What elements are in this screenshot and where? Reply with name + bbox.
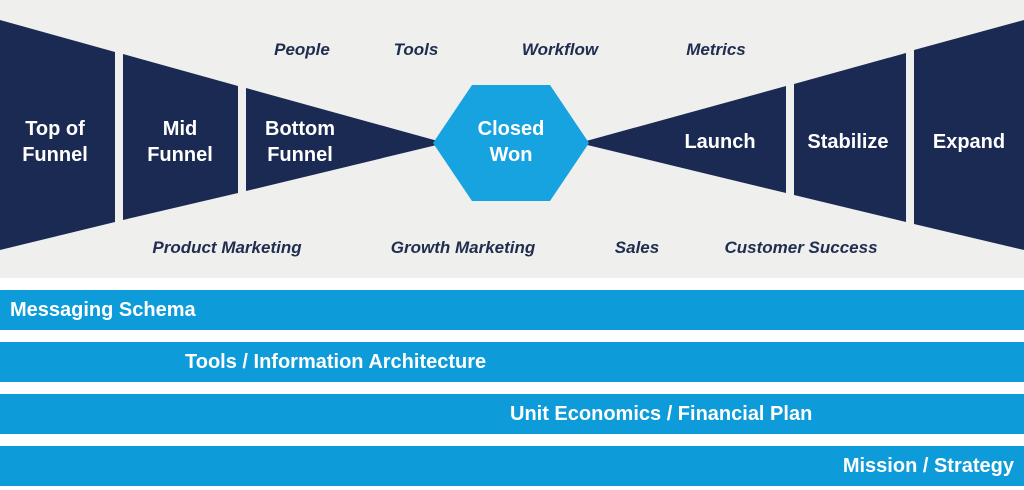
bottom-label-sales: Sales <box>614 238 660 257</box>
bar-messaging-schema: Messaging Schema <box>0 290 1024 330</box>
bowtie-diagram: Top of Funnel Mid Funnel Bottom Funnel C… <box>0 0 1024 278</box>
bottom-funnel-label: Bottom Funnel <box>265 118 335 166</box>
stabilize-label: Stabilize <box>807 131 889 153</box>
expand-label: Expand <box>932 131 1006 153</box>
top-label-people: People <box>274 40 330 59</box>
closed-won-label: Closed Won <box>477 118 545 166</box>
bar-mission-strategy: Mission / Strategy <box>0 446 1024 486</box>
stabilize-shape <box>794 53 906 222</box>
bottom-label-growth-marketing: Growth Marketing <box>390 238 536 257</box>
bottom-label-customer-success: Customer Success <box>724 238 878 257</box>
top-label-metrics: Metrics <box>686 40 746 59</box>
expand-shape <box>914 20 1024 250</box>
mid-funnel-label: Mid Funnel <box>147 118 213 166</box>
bottom-label-product-marketing: Product Marketing <box>152 238 302 257</box>
top-of-funnel-shape <box>0 20 115 250</box>
bar-unit-economics-financial-plan: Unit Economics / Financial Plan <box>0 394 1024 434</box>
top-label-tools: Tools <box>393 40 439 59</box>
bar-tools-information-architecture: Tools / Information Architecture <box>0 342 1024 382</box>
top-of-funnel-label: Top of Funnel <box>22 118 88 166</box>
launch-label: Launch <box>684 131 756 153</box>
foundation-bars: Messaging Schema Tools / Information Arc… <box>0 290 1024 486</box>
top-label-workflow: Workflow <box>521 40 599 59</box>
mid-funnel-shape <box>123 54 238 220</box>
